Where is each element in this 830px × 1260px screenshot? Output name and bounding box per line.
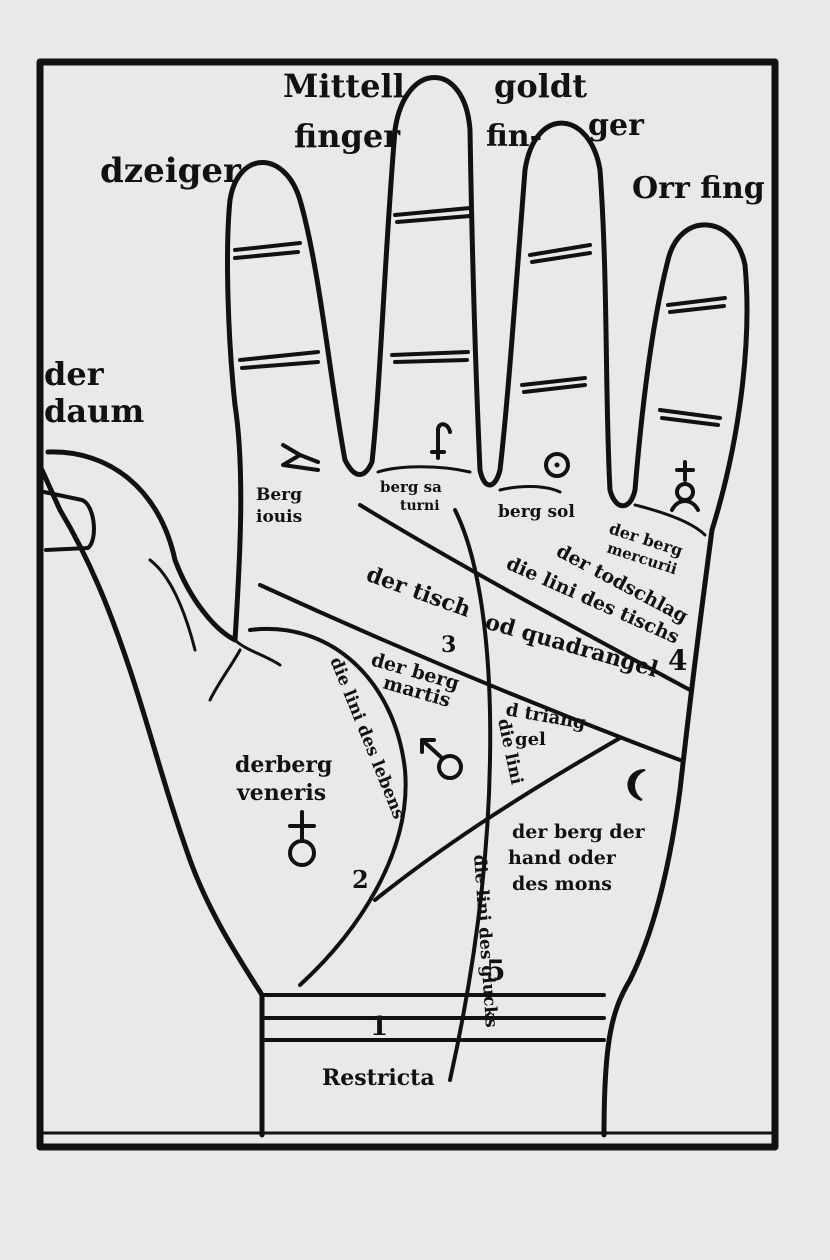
label-berg-iouis-1: Berg: [256, 485, 302, 505]
label-zeiger: dzeiger: [100, 151, 242, 191]
label-berg-hand-1: der berg der: [512, 821, 646, 843]
label-berg-veneris-2: veneris: [236, 780, 326, 806]
label-tisch: der tisch: [363, 561, 474, 623]
sun-symbol: [544, 452, 570, 478]
label-restricta: Restricta: [322, 1065, 435, 1091]
finger-joints: [233, 206, 727, 427]
border: [36, 58, 779, 1151]
wrist-lines: [260, 993, 606, 1042]
head-line: [258, 583, 682, 762]
label-triangel-2: gel: [515, 729, 546, 750]
thumb-crease: [148, 558, 282, 702]
mars-symbol: [420, 738, 463, 780]
hand-outline: [39, 75, 750, 1138]
label-gold-1: goldt: [494, 67, 587, 105]
label-berg-hand-2: hand oder: [508, 847, 617, 869]
mercury-symbol: [670, 460, 700, 512]
saturn-symbol: [430, 422, 452, 460]
venus-symbol: [288, 810, 316, 867]
label-gold-3: ger: [588, 108, 645, 143]
label-berg-iouis-2: iouis: [256, 507, 302, 527]
label-num-3: 3: [441, 632, 456, 658]
label-num-2: 2: [352, 865, 369, 894]
label-berg-hand-3: des mons: [512, 873, 612, 895]
label-berg-saturni-2: turni: [400, 498, 440, 514]
label-mittel-1: Mittell: [283, 67, 405, 105]
label-mittel-2: finger: [294, 117, 401, 155]
label-num-4: 4: [668, 644, 687, 677]
label-num-5: 5: [486, 954, 505, 987]
jupiter-symbol: [281, 443, 320, 472]
label-num-1: 1: [370, 1012, 388, 1042]
triangle-line: [373, 736, 622, 902]
label-berg-veneris-1: derberg: [235, 752, 332, 778]
label-daum-1: der: [44, 355, 105, 393]
label-berg-saturni-1: berg sa: [380, 478, 442, 496]
fate-line: [448, 508, 493, 1082]
label-orr: Orr fing: [632, 171, 765, 206]
label-gold-2: fin-: [486, 119, 542, 154]
thumb-nail: [42, 490, 96, 552]
mount-arcs: [376, 465, 707, 537]
life-line: [248, 626, 408, 987]
label-lini-glucks-1: die lini: [493, 717, 527, 787]
moon-symbol: [627, 769, 646, 801]
heart-line: [358, 503, 692, 692]
label-berg-sol: berg sol: [498, 502, 575, 522]
label-daum-2: daum: [44, 392, 144, 430]
